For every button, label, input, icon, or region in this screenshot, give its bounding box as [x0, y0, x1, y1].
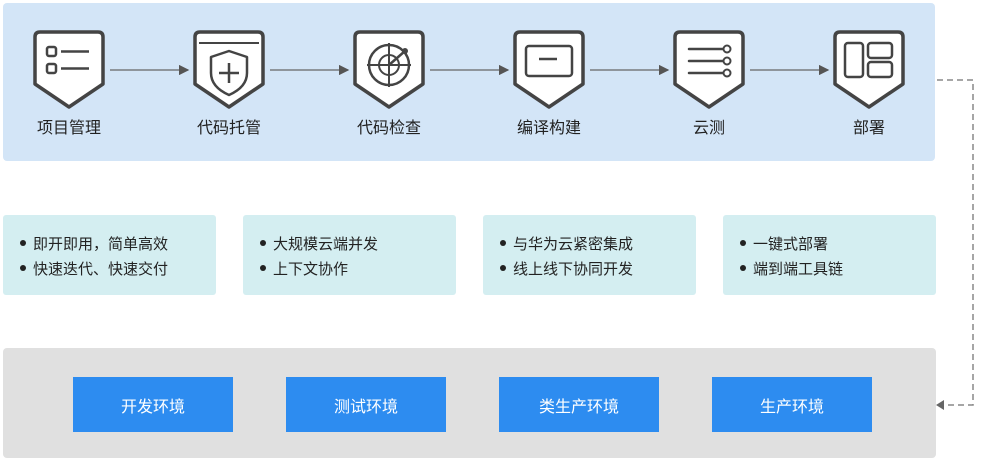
feature-card-3: 与华为云紧密集成 线上线下协同开发 — [483, 215, 696, 295]
feature-item: 线上线下协同开发 — [500, 257, 696, 282]
feature-item: 与华为云紧密集成 — [500, 232, 696, 257]
step-label: 云测 — [692, 118, 725, 137]
step-cloud-test[interactable]: 云测 — [659, 29, 759, 138]
sliders-icon — [673, 30, 745, 109]
step-label: 代码检查 — [356, 118, 421, 137]
window-icon — [513, 30, 585, 109]
step-label: 代码托管 — [196, 118, 261, 137]
step-build[interactable]: 编译构建 — [499, 29, 599, 138]
env-staging-button[interactable]: 类生产环境 — [499, 377, 659, 432]
feature-card-4: 一键式部署 端到端工具链 — [723, 215, 936, 295]
feature-item: 上下文协作 — [260, 257, 456, 282]
layout-icon — [833, 30, 905, 109]
feature-item: 即开即用，简单高效 — [20, 232, 216, 257]
step-deploy[interactable]: 部署 — [819, 29, 919, 138]
step-code-check[interactable]: 代码检查 — [339, 29, 439, 138]
env-prod-button[interactable]: 生产环境 — [712, 377, 872, 432]
shield-plus-icon — [193, 30, 265, 109]
step-code-hosting[interactable]: 代码托管 — [179, 29, 279, 138]
feature-item: 端到端工具链 — [740, 257, 936, 282]
step-label: 项目管理 — [36, 118, 101, 137]
list-icon — [33, 30, 105, 109]
feature-item: 大规模云端并发 — [260, 232, 456, 257]
radar-icon — [353, 30, 425, 109]
deploy-return-arrow — [937, 79, 974, 406]
env-dev-button[interactable]: 开发环境 — [73, 377, 233, 432]
feature-item: 快速迭代、快速交付 — [20, 257, 216, 282]
feature-card-1: 即开即用，简单高效 快速迭代、快速交付 — [3, 215, 216, 295]
feature-item: 一键式部署 — [740, 232, 936, 257]
env-test-button[interactable]: 测试环境 — [286, 377, 446, 432]
feature-card-2: 大规模云端并发 上下文协作 — [243, 215, 456, 295]
step-project-management[interactable]: 项目管理 — [19, 29, 119, 138]
step-label: 部署 — [852, 118, 885, 137]
pipeline-panel — [3, 3, 935, 161]
step-label: 编译构建 — [516, 118, 581, 137]
